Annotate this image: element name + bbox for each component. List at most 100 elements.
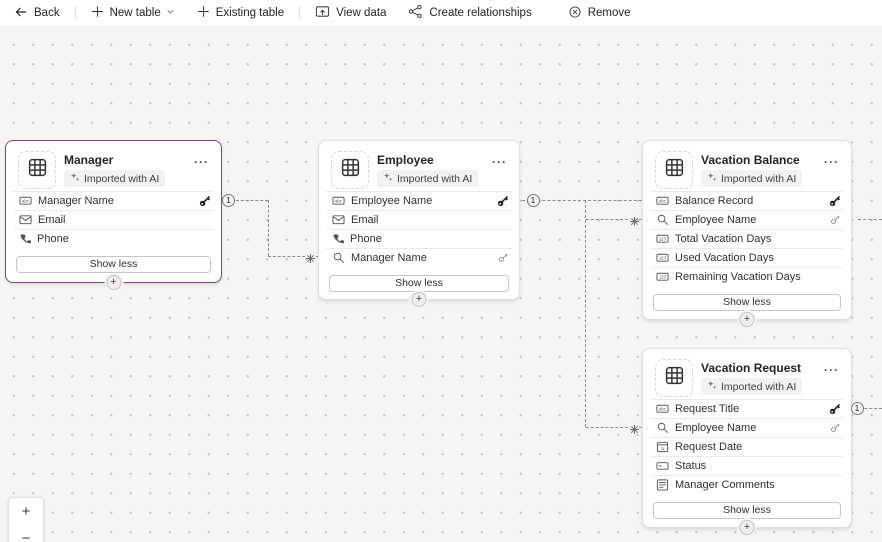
- show-less-button[interactable]: Show less: [329, 275, 509, 292]
- show-less-button[interactable]: Show less: [16, 256, 211, 273]
- svg-text:123: 123: [659, 275, 667, 280]
- table-title: Employee: [377, 153, 434, 167]
- text-field-icon: abc: [656, 194, 669, 207]
- svg-text:abc: abc: [335, 199, 343, 204]
- field-row[interactable]: abc Employee Name: [319, 191, 519, 210]
- email-icon: [332, 213, 345, 226]
- field-row[interactable]: Employee Name: [643, 418, 851, 437]
- field-list: abc Employee Name Email Phone Manager Na…: [319, 191, 519, 267]
- add-field-button[interactable]: +: [739, 520, 755, 535]
- field-row[interactable]: Phone: [319, 229, 519, 248]
- field-row[interactable]: Email: [6, 210, 221, 229]
- text-field-icon: abc: [19, 194, 32, 207]
- ai-sparkle-icon: [707, 172, 717, 185]
- phone-icon: [332, 233, 344, 245]
- lookup-icon: [656, 213, 669, 226]
- new-table-button[interactable]: New table: [80, 0, 186, 26]
- plus-icon: [91, 5, 104, 21]
- view-data-button[interactable]: View data: [304, 0, 397, 26]
- field-row[interactable]: 21 Request Date: [643, 437, 851, 456]
- more-options-button[interactable]: ···: [824, 363, 839, 377]
- back-arrow-icon: [14, 5, 28, 22]
- connector-line: [858, 219, 882, 220]
- lookup-key-icon: [830, 214, 841, 225]
- ai-sparkle-icon: [383, 172, 393, 185]
- zoom-out-button[interactable]: −: [9, 525, 43, 542]
- field-row[interactable]: 123 Remaining Vacation Days: [643, 267, 851, 286]
- svg-text:123: 123: [659, 256, 667, 261]
- table-title: Vacation Request: [701, 361, 802, 375]
- more-options-button[interactable]: ···: [492, 155, 507, 169]
- one-marker: 1: [222, 193, 235, 207]
- table-tile: [655, 359, 693, 397]
- show-less-button[interactable]: Show less: [653, 502, 841, 519]
- connector-line: [639, 427, 642, 428]
- field-row[interactable]: Phone: [6, 229, 221, 248]
- table-tile: [655, 151, 693, 189]
- field-label: Phone: [37, 232, 69, 245]
- connector-line: [207, 200, 268, 201]
- table-card-employee[interactable]: Employee Imported with AI ··· abc Employ…: [318, 140, 520, 307]
- one-marker-label: 1: [530, 195, 536, 205]
- field-row[interactable]: Email: [319, 210, 519, 229]
- field-row[interactable]: abc Manager Name: [6, 191, 221, 210]
- add-field-button[interactable]: +: [739, 312, 755, 327]
- multiline-text-icon: [656, 478, 669, 491]
- one-marker: 1: [526, 193, 540, 207]
- field-label: Remaining Vacation Days: [675, 270, 801, 283]
- badge-label: Imported with AI: [84, 172, 160, 185]
- svg-text:21: 21: [660, 447, 664, 451]
- remove-button[interactable]: Remove: [557, 0, 642, 26]
- toolbar: Back New table Existing table View data …: [0, 0, 882, 26]
- field-label: Manager Comments: [675, 478, 775, 491]
- imported-with-ai-badge: Imported with AI: [377, 170, 479, 187]
- existing-table-button[interactable]: Existing table: [186, 0, 295, 26]
- field-row[interactable]: Manager Name: [319, 248, 519, 267]
- field-row[interactable]: 123 Used Vacation Days: [643, 248, 851, 267]
- primary-key-icon: [829, 195, 841, 207]
- text-field-icon: abc: [332, 194, 345, 207]
- more-options-button[interactable]: ···: [824, 155, 839, 169]
- connector-line: [268, 256, 305, 257]
- field-row[interactable]: 123 Total Vacation Days: [643, 229, 851, 248]
- imported-with-ai-badge: Imported with AI: [701, 378, 803, 395]
- table-card-vacation-request[interactable]: Vacation Request Imported with AI ··· ab…: [642, 348, 852, 535]
- ai-sparkle-icon: [70, 172, 80, 185]
- field-list: abc Manager Name Email Phone: [6, 191, 221, 248]
- table-card-manager[interactable]: Manager Imported with AI ··· abc Manager…: [5, 140, 222, 290]
- table-tile: [18, 151, 56, 189]
- ai-sparkle-icon: [707, 380, 717, 393]
- zoom-in-button[interactable]: +: [9, 498, 43, 525]
- field-label: Total Vacation Days: [675, 232, 772, 245]
- one-marker-label: 1: [854, 403, 860, 413]
- card-header: Manager Imported with AI ···: [6, 141, 221, 191]
- table-card-vacation-balance[interactable]: Vacation Balance Imported with AI ··· ab…: [642, 140, 852, 327]
- table-grid-icon: [664, 365, 685, 391]
- add-field-button[interactable]: +: [106, 275, 121, 290]
- field-label: Request Title: [675, 402, 740, 415]
- field-row[interactable]: Status: [643, 456, 851, 475]
- table-tile: [331, 151, 369, 189]
- table-title: Manager: [64, 153, 114, 167]
- lookup-icon: [656, 421, 669, 434]
- number-icon: 123: [656, 251, 669, 264]
- phone-icon: [19, 233, 31, 245]
- field-row[interactable]: abc Request Title: [643, 399, 851, 418]
- show-less-button[interactable]: Show less: [653, 294, 841, 311]
- field-label: Balance Record: [675, 194, 754, 207]
- field-label: Email: [38, 213, 66, 226]
- field-label: Employee Name: [351, 194, 433, 207]
- more-options-button[interactable]: ···: [194, 155, 209, 169]
- email-icon: [19, 213, 32, 226]
- remove-label: Remove: [587, 7, 631, 19]
- create-relationships-button[interactable]: Create relationships: [397, 0, 542, 26]
- back-button[interactable]: Back: [3, 0, 71, 26]
- field-row[interactable]: Manager Comments: [643, 475, 851, 494]
- number-icon: 123: [656, 232, 669, 245]
- connector-line: [268, 200, 269, 256]
- chevron-down-icon: [166, 7, 175, 19]
- field-row[interactable]: abc Balance Record: [643, 191, 851, 210]
- add-field-button[interactable]: +: [411, 292, 427, 307]
- field-row[interactable]: Employee Name: [643, 210, 851, 229]
- field-label: Phone: [350, 232, 382, 245]
